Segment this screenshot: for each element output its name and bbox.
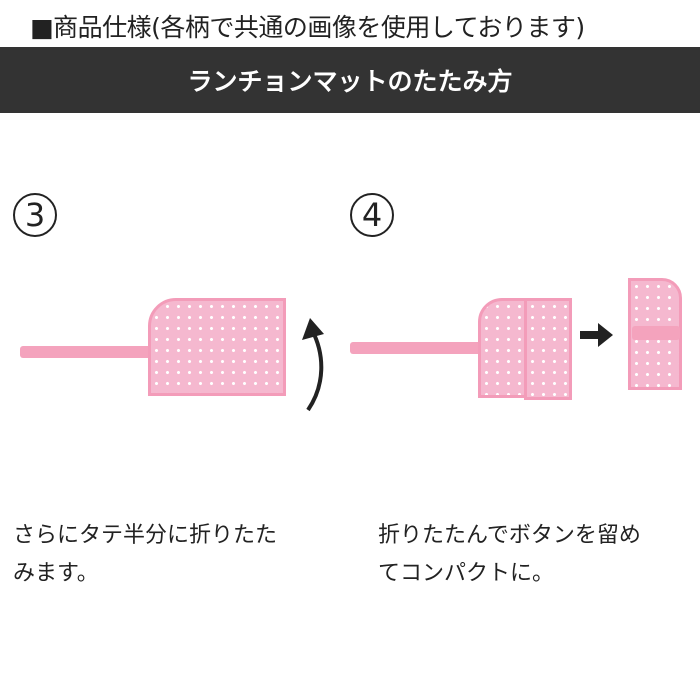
spec-note: ■商品仕様(各柄で共通の画像を使用しております) [30,13,585,42]
step-4-caption: 折りたたんでボタンを留め てコンパクトに。 [378,517,700,593]
button-strap [632,326,680,340]
step-number-4: 4 [350,193,394,237]
right-arrow-icon [580,323,613,347]
mat-strap [350,342,482,354]
caption-line: 折りたたんでボタンを留め [378,523,641,548]
mat-back-image [478,298,528,398]
step-3-caption: さらにタテ半分に折りたた みます。 [13,517,343,593]
step-number-3: 3 [13,193,57,237]
curved-arrow-icon [302,318,324,412]
caption-line: てコンパクトに。 [378,561,555,586]
caption-line: さらにタテ半分に折りたた [13,523,278,548]
folded-mat-image [148,298,286,396]
mat-front-fold-image [524,298,572,400]
caption-line: みます。 [13,561,99,586]
title-bar: ランチョンマットのたたみ方 [0,47,700,113]
mat-strap [20,346,152,358]
page-title: ランチョンマットのたたみ方 [187,67,513,96]
